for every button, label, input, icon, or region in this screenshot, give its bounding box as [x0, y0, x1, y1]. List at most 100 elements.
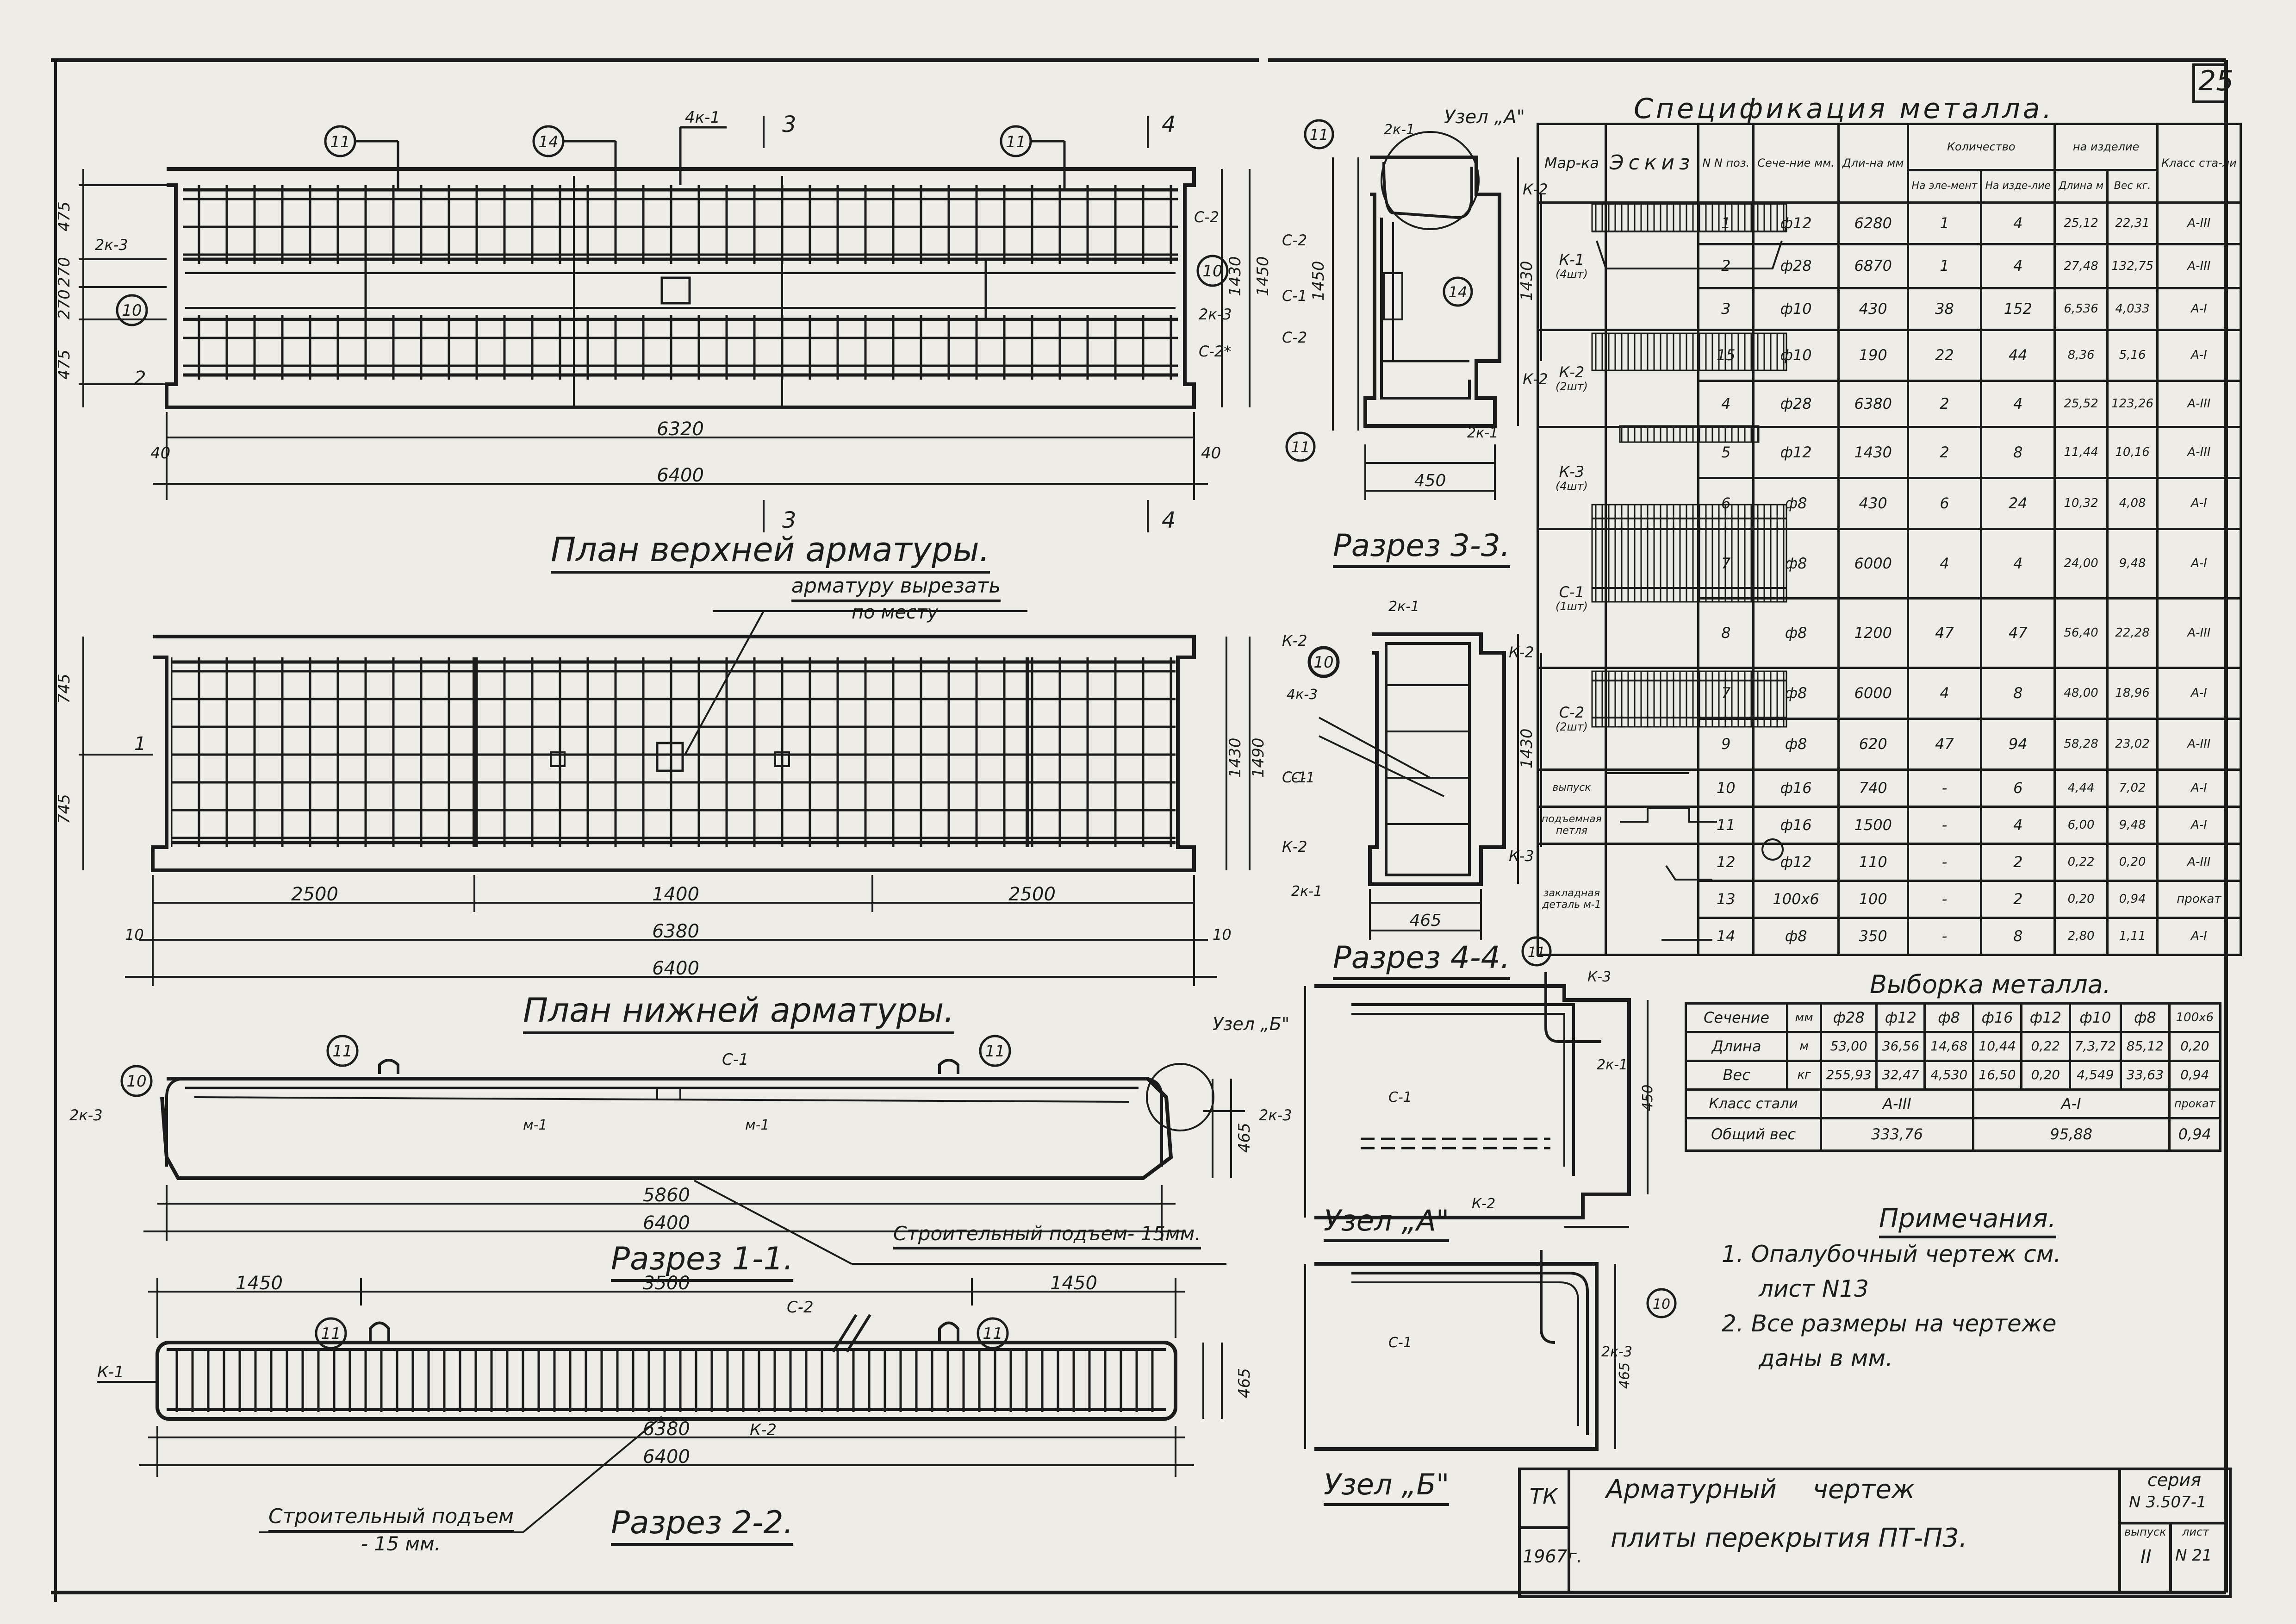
sel-col-2: ф8: [1923, 1002, 1974, 1033]
spec-len: 1500: [1837, 806, 1909, 845]
dim-465-s22: 465: [1235, 1368, 1254, 1398]
spec-el: 2: [1906, 380, 1983, 428]
selection-title: Выборка металла.: [1870, 970, 2111, 999]
sel-len-3: 10,44: [1972, 1031, 2023, 1062]
dim-1400: 1400: [652, 884, 699, 905]
spec-sketch-cell: [1604, 426, 1700, 530]
spec-sec: ф28: [1752, 243, 1840, 289]
camber-note: Строительный подъем- 15мм.: [893, 1222, 1201, 1249]
spec-cls: А-I: [2156, 768, 2242, 808]
spec-tl: 8,36: [2053, 329, 2109, 382]
dim-5860: 5860: [643, 1185, 690, 1206]
spec-mark-qty: (2шт): [1555, 380, 1588, 393]
top-plan-view: [79, 116, 1251, 532]
spec-tl: 2,80: [2053, 917, 2109, 956]
spec-item: 2: [1980, 880, 2056, 919]
pos-11-s11a: 11: [332, 1042, 352, 1061]
spec-mark: выпуск: [1537, 768, 1607, 808]
sel-len-5: 7,3,72: [2068, 1031, 2122, 1062]
sel-u-mm: мм: [1786, 1002, 1823, 1033]
spec-item: 24: [1980, 477, 2056, 530]
dim-1430-top: 1430: [1226, 256, 1244, 296]
mark-m1-b: м-1: [745, 1117, 770, 1133]
pos-11-s33a: 11: [1310, 126, 1329, 144]
spec-el: 1: [1906, 243, 1983, 289]
spec-cls: прокат: [2156, 880, 2242, 919]
pos-10-b: 10: [1202, 262, 1222, 281]
sel-len-1: 36,56: [1875, 1031, 1926, 1062]
pos-11-s22a: 11: [321, 1324, 341, 1343]
section-1-1-title: Разрез 1-1.: [611, 1241, 794, 1282]
spec-mark: К-3(4шт): [1537, 426, 1607, 530]
notes-title: Примечания.: [1879, 1204, 2056, 1238]
top-plan-title: План верхней арматуры.: [551, 530, 990, 574]
mark-c2a-top: С-2*: [1199, 343, 1231, 360]
mark-c1-nb: С-1: [1388, 1335, 1412, 1351]
node-a-title: Узел „А": [1324, 1204, 1450, 1242]
spec-el: -: [1906, 843, 1983, 882]
spec-tl: 24,00: [2053, 528, 2109, 600]
spec-el: -: [1906, 806, 1983, 845]
spec-sec: 100х6: [1752, 880, 1840, 919]
spec-len: 350: [1837, 917, 1909, 956]
camber-note-2b: - 15 мм.: [361, 1532, 441, 1555]
section-2-2-view: [97, 1278, 1223, 1533]
spec-mark-name: С-2: [1559, 703, 1585, 721]
spec-len: 190: [1837, 329, 1909, 382]
section-2-2-title: Разрез 2-2.: [611, 1505, 794, 1546]
sel-total-a3: 333,76: [1820, 1117, 1974, 1152]
spec-sketch-cell: [1604, 806, 1700, 845]
spec-mark: С-1(1шт): [1537, 528, 1607, 669]
spec-mark: К-2(2шт): [1537, 329, 1607, 428]
spec-cls: А-I: [2156, 477, 2242, 530]
spec-sketch-cell: [1604, 768, 1700, 808]
spec-pos: 15: [1697, 329, 1755, 382]
spec-item: 4: [1980, 380, 2056, 428]
sel-cls-a3: А-III: [1820, 1088, 1974, 1119]
sel-len-7: 0,20: [2168, 1031, 2222, 1062]
spec-tl: 11,44: [2053, 426, 2109, 479]
spec-item: 4: [1980, 528, 2056, 600]
spec-len: 430: [1837, 287, 1909, 331]
spec-item: 47: [1980, 597, 2056, 669]
mark-c1-s11: С-1: [722, 1050, 749, 1069]
spec-el: 47: [1906, 718, 1983, 771]
spec-item: 94: [1980, 718, 2056, 771]
spec-sec: ф8: [1752, 597, 1840, 669]
spec-cls: А-I: [2156, 329, 2242, 382]
spec-tw: 132,75: [2106, 243, 2159, 289]
sel-len-4: 0,22: [2020, 1031, 2071, 1062]
sel-r-len: Длина: [1684, 1031, 1789, 1062]
spec-h-qty-item: На изде-лие: [1980, 169, 2056, 204]
spec-len: 6280: [1837, 201, 1909, 245]
spec-mark: подъемная петля: [1537, 806, 1607, 845]
mark-zk1-s33: 2к-1: [1467, 425, 1498, 441]
spec-cls: А-I: [2156, 667, 2242, 720]
dim-6400-s22: 6400: [643, 1446, 690, 1468]
dim-6380-s22: 6380: [643, 1418, 690, 1440]
mark-zk3-s11: 2к-3: [69, 1106, 103, 1124]
mark-zk1-s33t: 2к-1: [1384, 122, 1415, 138]
spec-pos: 1: [1697, 201, 1755, 245]
spec-el: 1: [1906, 201, 1983, 245]
sel-r-section: Сечение: [1684, 1002, 1789, 1033]
spec-h-mark: Мар-ка: [1537, 123, 1607, 204]
cut-4-top: 4: [1162, 112, 1176, 137]
mark-c2-s33: С-2: [1282, 231, 1307, 249]
spec-tw: 123,26: [2106, 380, 2159, 428]
spec-item: 4: [1980, 243, 2056, 289]
spec-h-total: на изделие: [2053, 123, 2159, 171]
dim-465-s44: 465: [1410, 911, 1442, 930]
spec-cls: А-I: [2156, 287, 2242, 331]
pos-10-a: 10: [122, 301, 142, 320]
sel-len-2: 14,68: [1923, 1031, 1974, 1062]
spec-tw: 0,94: [2106, 880, 2159, 919]
spec-len: 100: [1837, 880, 1909, 919]
sel-wt-5: 4,549: [2068, 1060, 2122, 1091]
sel-col-0: ф28: [1820, 1002, 1878, 1033]
mark-m1-a: м-1: [523, 1117, 548, 1133]
mark-zk3-s11-r: 2к-3: [1259, 1106, 1292, 1124]
spec-tl: 25,12: [2053, 201, 2109, 245]
